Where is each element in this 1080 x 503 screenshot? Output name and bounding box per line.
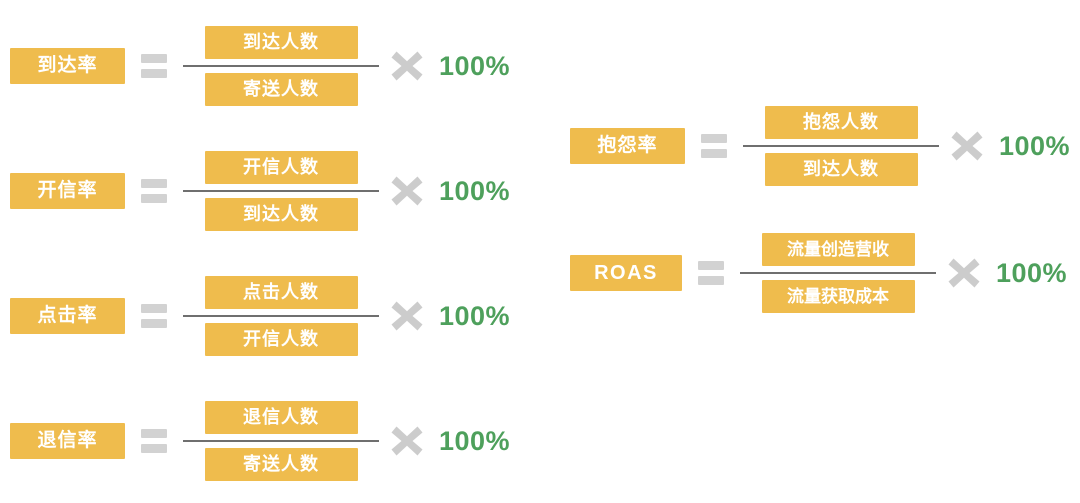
- metric-label-bounce-rate: 退信率: [10, 423, 125, 459]
- fraction-roas: 流量创造营收 流量获取成本: [740, 233, 936, 313]
- multiplier-value: 100%: [439, 425, 511, 456]
- multiply-icon: [389, 423, 425, 459]
- denominator-box: 到达人数: [204, 198, 358, 231]
- denominator-box: 开信人数: [204, 323, 358, 356]
- fraction-rule: [183, 65, 379, 67]
- equals-bar-top: [141, 54, 167, 63]
- equals-bar-bottom: [701, 149, 727, 158]
- denominator-box: 流量获取成本: [761, 280, 915, 313]
- fraction-rule: [743, 145, 939, 147]
- multiply-icon: [946, 255, 982, 291]
- fraction-open-rate: 开信人数 到达人数: [183, 151, 379, 231]
- multiplier-value: 100%: [439, 175, 511, 206]
- fraction-rule: [183, 440, 379, 442]
- formula-roas: ROAS 流量创造营收 流量获取成本 100%: [570, 233, 1067, 313]
- fraction-bounce-rate: 退信人数 寄送人数: [183, 401, 379, 481]
- equals-icon: [701, 131, 727, 161]
- multiply-icon: [949, 128, 985, 164]
- equals-bar-bottom: [141, 194, 167, 203]
- fraction-rule: [740, 272, 936, 274]
- numerator-box: 抱怨人数: [764, 106, 918, 139]
- denominator-box: 到达人数: [764, 153, 918, 186]
- equals-bar-top: [701, 134, 727, 143]
- equals-icon: [141, 176, 167, 206]
- metric-label-complaint-rate: 抱怨率: [570, 128, 685, 164]
- numerator-box: 退信人数: [204, 401, 358, 434]
- fraction-rule: [183, 190, 379, 192]
- fraction-delivery-rate: 到达人数 寄送人数: [183, 26, 379, 106]
- numerator-box: 到达人数: [204, 26, 358, 59]
- multiply-icon: [389, 48, 425, 84]
- equals-bar-bottom: [698, 276, 724, 285]
- multiplier-value: 100%: [439, 300, 511, 331]
- equals-icon: [698, 258, 724, 288]
- equals-icon: [141, 51, 167, 81]
- fraction-click-rate: 点击人数 开信人数: [183, 276, 379, 356]
- equals-bar-bottom: [141, 319, 167, 328]
- equals-bar-top: [698, 261, 724, 270]
- equals-bar-top: [141, 179, 167, 188]
- equals-bar-bottom: [141, 444, 167, 453]
- multiply-icon: [389, 173, 425, 209]
- numerator-box: 开信人数: [204, 151, 358, 184]
- metric-label-click-rate: 点击率: [10, 298, 125, 334]
- formula-click-rate: 点击率 点击人数 开信人数 100%: [10, 276, 510, 356]
- equals-bar-top: [141, 429, 167, 438]
- numerator-box: 点击人数: [204, 276, 358, 309]
- equals-icon: [141, 301, 167, 331]
- formula-open-rate: 开信率 开信人数 到达人数 100%: [10, 151, 510, 231]
- equals-bar-top: [141, 304, 167, 313]
- denominator-box: 寄送人数: [204, 73, 358, 106]
- equals-bar-bottom: [141, 69, 167, 78]
- equals-icon: [141, 426, 167, 456]
- multiplier-value: 100%: [999, 130, 1071, 161]
- metric-label-delivery-rate: 到达率: [10, 48, 125, 84]
- fraction-complaint-rate: 抱怨人数 到达人数: [743, 106, 939, 186]
- formula-complaint-rate: 抱怨率 抱怨人数 到达人数 100%: [570, 106, 1070, 186]
- multiplier-value: 100%: [996, 257, 1068, 288]
- formula-delivery-rate: 到达率 到达人数 寄送人数 100%: [10, 26, 510, 106]
- multiply-icon: [389, 298, 425, 334]
- multiplier-value: 100%: [439, 50, 511, 81]
- fraction-rule: [183, 315, 379, 317]
- metric-label-open-rate: 开信率: [10, 173, 125, 209]
- numerator-box: 流量创造营收: [761, 233, 915, 266]
- metric-label-roas: ROAS: [570, 255, 682, 291]
- formula-bounce-rate: 退信率 退信人数 寄送人数 100%: [10, 401, 510, 481]
- denominator-box: 寄送人数: [204, 448, 358, 481]
